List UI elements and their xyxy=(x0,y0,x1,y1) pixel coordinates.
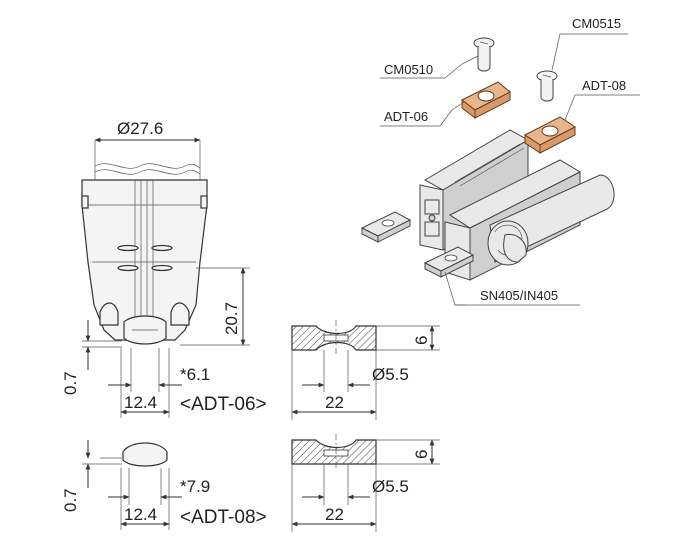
leader-cm0510 xyxy=(444,55,479,79)
dim-height-group: 20.7 xyxy=(180,267,250,346)
tnut-hole xyxy=(381,219,395,227)
dim-diameter-27-6: Ø27.6 xyxy=(117,119,163,138)
dim-height-20-7: 20.7 xyxy=(222,302,241,335)
screw-cm0515 xyxy=(536,70,558,102)
adt08-insert xyxy=(122,442,168,467)
dim-width-12-4-b: 12.4 xyxy=(124,505,157,524)
profile-core xyxy=(428,214,436,222)
tnut-front xyxy=(440,254,474,278)
slot-oval xyxy=(117,244,139,252)
title-adt08: <ADT-08> xyxy=(180,507,267,528)
adt06-width-dims: *6.1 12.4 <ADT-06> xyxy=(108,348,267,418)
tnut-front xyxy=(377,219,411,243)
side-notch xyxy=(200,195,208,209)
dim-offset-0-7-b: 0.7 xyxy=(61,488,80,512)
adt06-section-view: 6 Ø5.5 22 xyxy=(291,320,440,420)
leader-adt06 xyxy=(439,101,465,127)
callout-adt08: ADT-08 xyxy=(582,78,626,93)
tnut-hole xyxy=(444,254,458,262)
break-line xyxy=(94,169,201,175)
leader-cm0515 xyxy=(551,33,561,71)
adt08-copper-front xyxy=(539,126,576,154)
dim-width-6-1: *6.1 xyxy=(180,365,210,384)
screw-cm0510 xyxy=(473,37,495,72)
screw-slot xyxy=(542,74,552,78)
side-notch xyxy=(81,195,89,209)
leader-adt08 xyxy=(564,94,576,121)
profile-slot xyxy=(424,221,440,237)
screw-shank xyxy=(477,46,491,72)
dim-width-7-9: *7.9 xyxy=(180,477,210,496)
dim-depth-6-b: 6 xyxy=(412,450,431,459)
title-adt06: <ADT-06> xyxy=(180,394,267,415)
tube-clip xyxy=(503,233,527,263)
break-line xyxy=(94,163,201,169)
adt08-copper-hole xyxy=(541,125,559,137)
profile-groove xyxy=(459,147,525,187)
slot-oval xyxy=(151,244,173,252)
screw-shank xyxy=(540,79,554,102)
dim-width-12-4-a: 12.4 xyxy=(124,393,157,412)
adt06-copper-hole xyxy=(477,90,495,102)
tnut-left xyxy=(360,211,412,243)
dim-depth-6-a: 6 xyxy=(412,336,431,345)
profile-slot xyxy=(424,199,440,215)
adt08-section-view: 6 Ø5.5 22 xyxy=(291,434,440,532)
isometric-assembly: CM0510 CM0515 ADT-06 ADT-08 SN405/IN405 xyxy=(360,16,640,306)
callout-cm0515: CM0515 xyxy=(572,16,621,31)
bolt-right xyxy=(170,302,190,326)
tnut-right xyxy=(423,246,475,278)
dim-hole-5-5-a: Ø5.5 xyxy=(372,365,409,384)
dim-offset-0-7-a: 0.7 xyxy=(61,371,80,395)
dim-hole-5-5-b: Ø5.5 xyxy=(372,477,409,496)
dim-offset-a-group: 0.7 xyxy=(61,320,122,395)
dim-width-22-b: 22 xyxy=(325,505,344,524)
callout-sn405: SN405/IN405 xyxy=(480,288,558,303)
slot-oval xyxy=(151,264,173,272)
profile-section-view: Ø27.6 xyxy=(81,119,208,345)
adt06-copper-front xyxy=(474,91,511,119)
screw-slot xyxy=(479,41,489,45)
callout-cm0510: CM0510 xyxy=(384,62,433,77)
adt08-front-view: 0.7 *7.9 12.4 <ADT-08> xyxy=(61,440,267,530)
profile-groove xyxy=(454,143,521,183)
dim-width-22-a: 22 xyxy=(325,393,344,412)
callout-adt06: ADT-06 xyxy=(384,109,428,124)
slot-oval xyxy=(117,264,139,272)
bolt-left xyxy=(99,302,119,326)
